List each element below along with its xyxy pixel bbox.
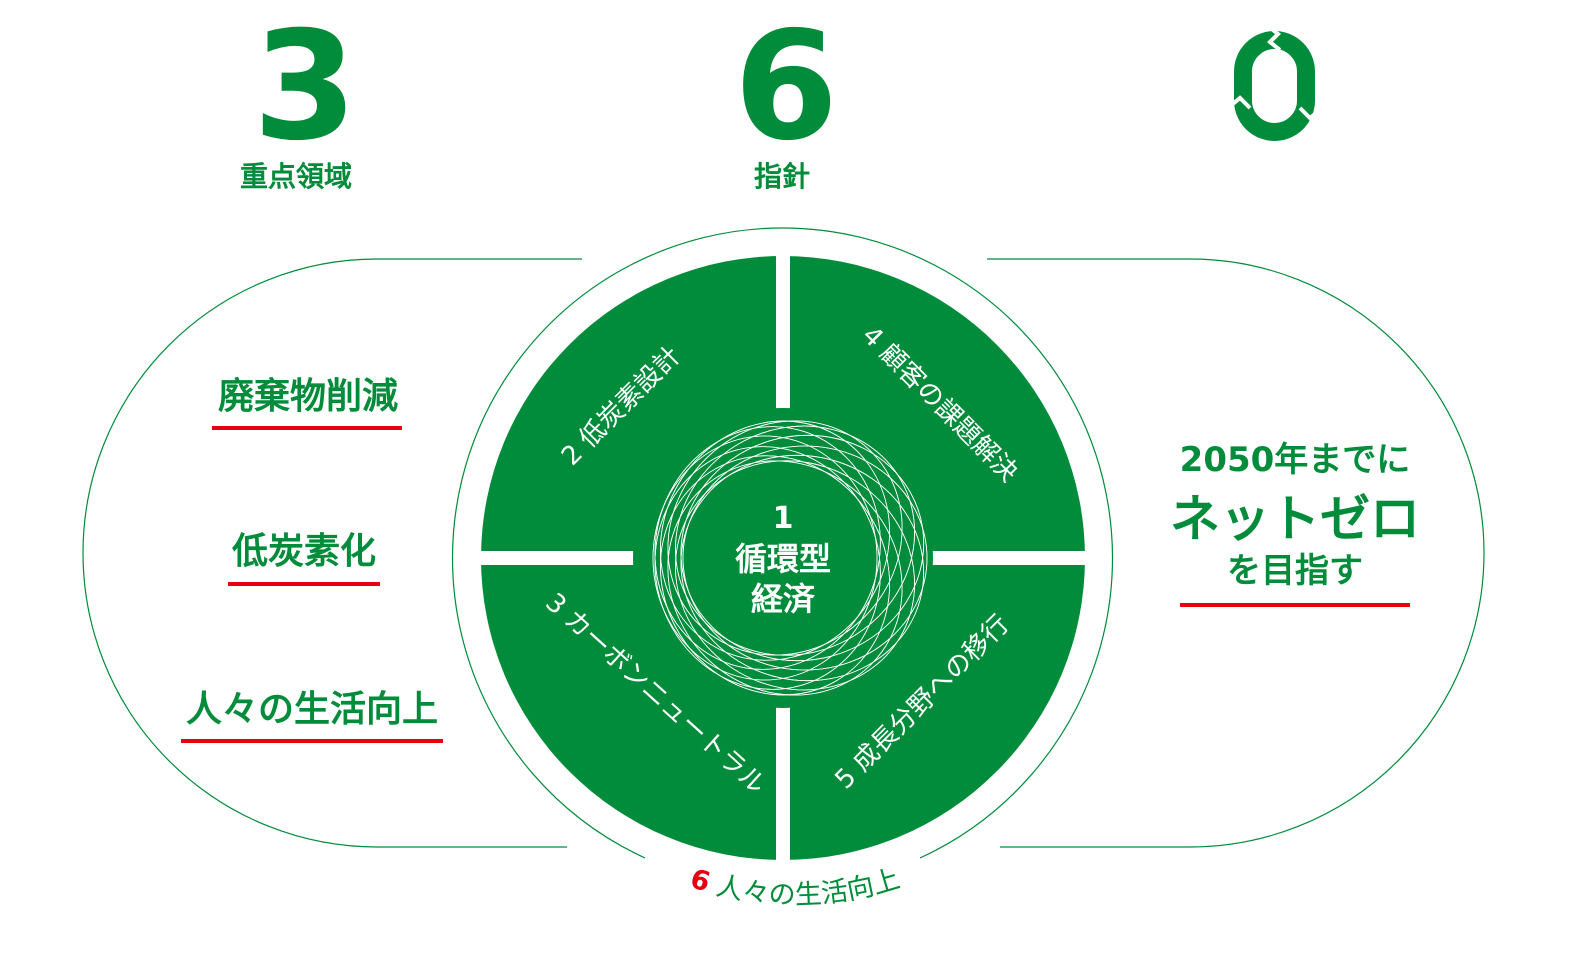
focus-area-low-carbon: 低炭素化 xyxy=(232,531,376,572)
guideline-6-label: 人々の生活向上 xyxy=(713,863,903,911)
spirograph-ring xyxy=(660,420,890,661)
spirograph-ring xyxy=(675,425,915,656)
focus-area-waste: 廃棄物削減 xyxy=(218,376,398,417)
spirograph-ring xyxy=(667,420,903,656)
label-guidelines: 指針 xyxy=(754,160,810,193)
spirograph-pattern xyxy=(652,420,928,696)
spirograph-ring xyxy=(652,435,878,681)
underline xyxy=(212,426,402,430)
goal-line1: 2050年までに xyxy=(1180,440,1411,480)
count-focus-areas: 3 xyxy=(253,0,357,174)
goal-outline xyxy=(987,258,1485,848)
goal-line3: を目指す xyxy=(1227,551,1363,591)
underline xyxy=(1180,603,1410,607)
spirograph-ring xyxy=(654,426,881,670)
focus-area-living: 人々の生活向上 xyxy=(186,689,438,730)
focus-areas-outline xyxy=(82,258,582,848)
recycle-zero-icon xyxy=(1226,24,1324,141)
spirograph-ring xyxy=(682,445,928,671)
spirograph-ring xyxy=(660,455,890,696)
goal-line2: ネットゼロ xyxy=(1170,490,1420,548)
spirograph-ring xyxy=(667,460,903,696)
center-line2: 経済 xyxy=(751,580,816,618)
spirograph-ring xyxy=(675,460,915,691)
underline xyxy=(181,739,443,743)
label-focus-areas: 重点領域 xyxy=(240,160,352,193)
guidelines-outer-ring xyxy=(451,227,1114,859)
spirograph-ring xyxy=(680,434,925,662)
guideline-6: 6 人々の生活向上 xyxy=(687,863,904,911)
underline xyxy=(228,582,380,586)
center-line1: 循環型 xyxy=(735,540,831,578)
center-number: 1 xyxy=(773,501,794,536)
count-guidelines: 6 xyxy=(734,0,838,174)
